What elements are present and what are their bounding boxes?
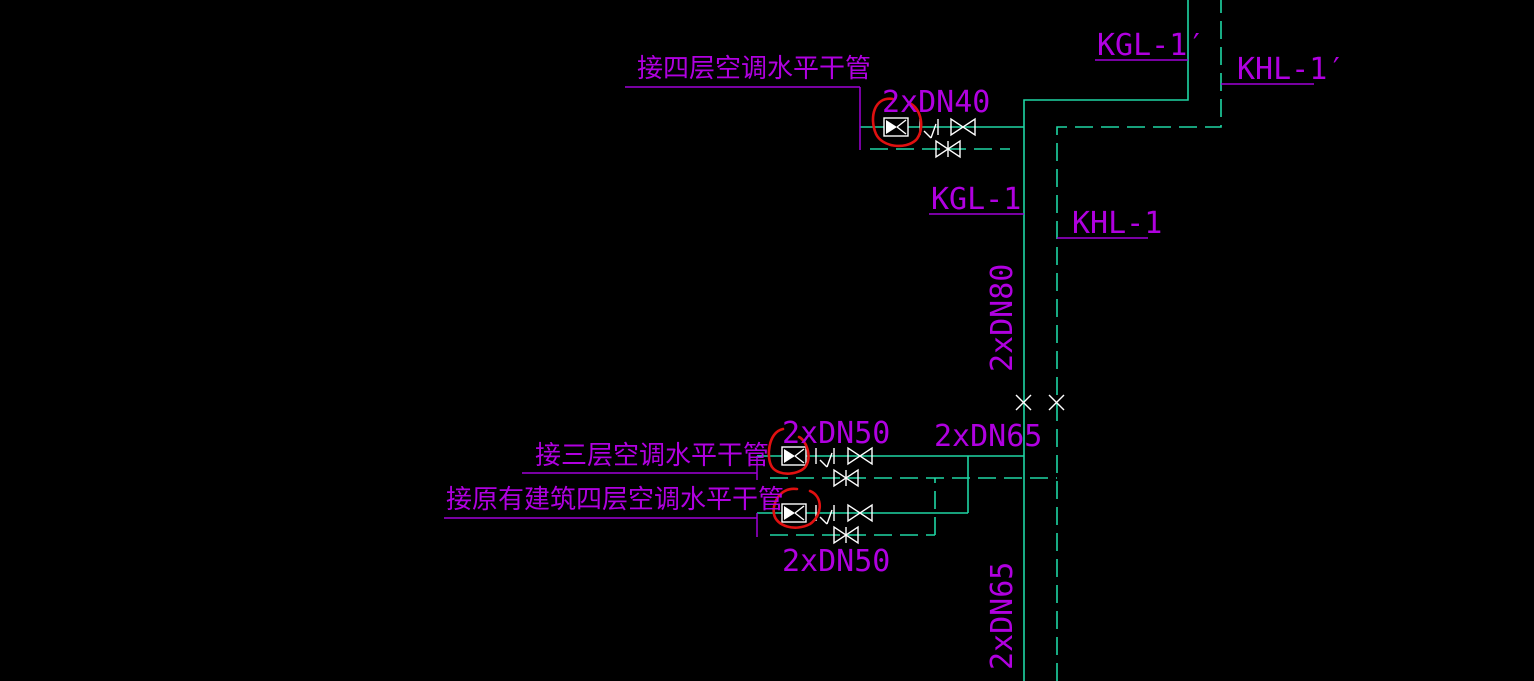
balance-valve-icon [781, 503, 807, 523]
dn65-branch-label: 2xDN65 [934, 419, 1042, 454]
dn40-label: 2xDN40 [882, 85, 990, 120]
gate-valve-icon [935, 139, 961, 159]
balance-valve-icon [781, 446, 807, 466]
note-third-floor: 接三层空调水平干管 [535, 441, 769, 471]
check-valve-icon [815, 448, 835, 468]
markup-circle-icon [772, 487, 822, 529]
gate-valve-icon [950, 117, 976, 137]
note-fourth-floor: 接四层空调水平干管 [637, 54, 871, 84]
dn80-riser-label: 2xDN80 [985, 264, 1020, 372]
gate-valve-icon [847, 446, 873, 466]
khl1-prime-label: KHL-1′ [1237, 52, 1345, 87]
return-riser-pipe [1056, 0, 1222, 681]
gate-valve-icon [847, 503, 873, 523]
check-valve-icon [919, 119, 939, 139]
kgl1-label: KGL-1 [931, 182, 1021, 217]
markup-circle-icon [767, 427, 810, 475]
dn50-upper-label: 2xDN50 [782, 416, 890, 451]
dn65-riser-bottom-label: 2xDN65 [985, 562, 1020, 670]
supply-riser-pipe [1023, 0, 1189, 681]
gate-valve-icon [833, 468, 859, 488]
dn50-lower-label: 2xDN50 [782, 544, 890, 579]
gate-valve-icon [833, 525, 859, 545]
markup-circle-icon [871, 97, 923, 148]
balance-valve-icon [883, 117, 909, 137]
cross-marker-icon [1048, 394, 1065, 411]
cross-marker-icon [1015, 394, 1032, 411]
note-existing-fourth-floor: 接原有建筑四层空调水平干管 [446, 485, 784, 515]
kgl1-prime-label: KGL-1′ [1097, 28, 1205, 63]
khl1-label: KHL-1 [1072, 206, 1162, 241]
